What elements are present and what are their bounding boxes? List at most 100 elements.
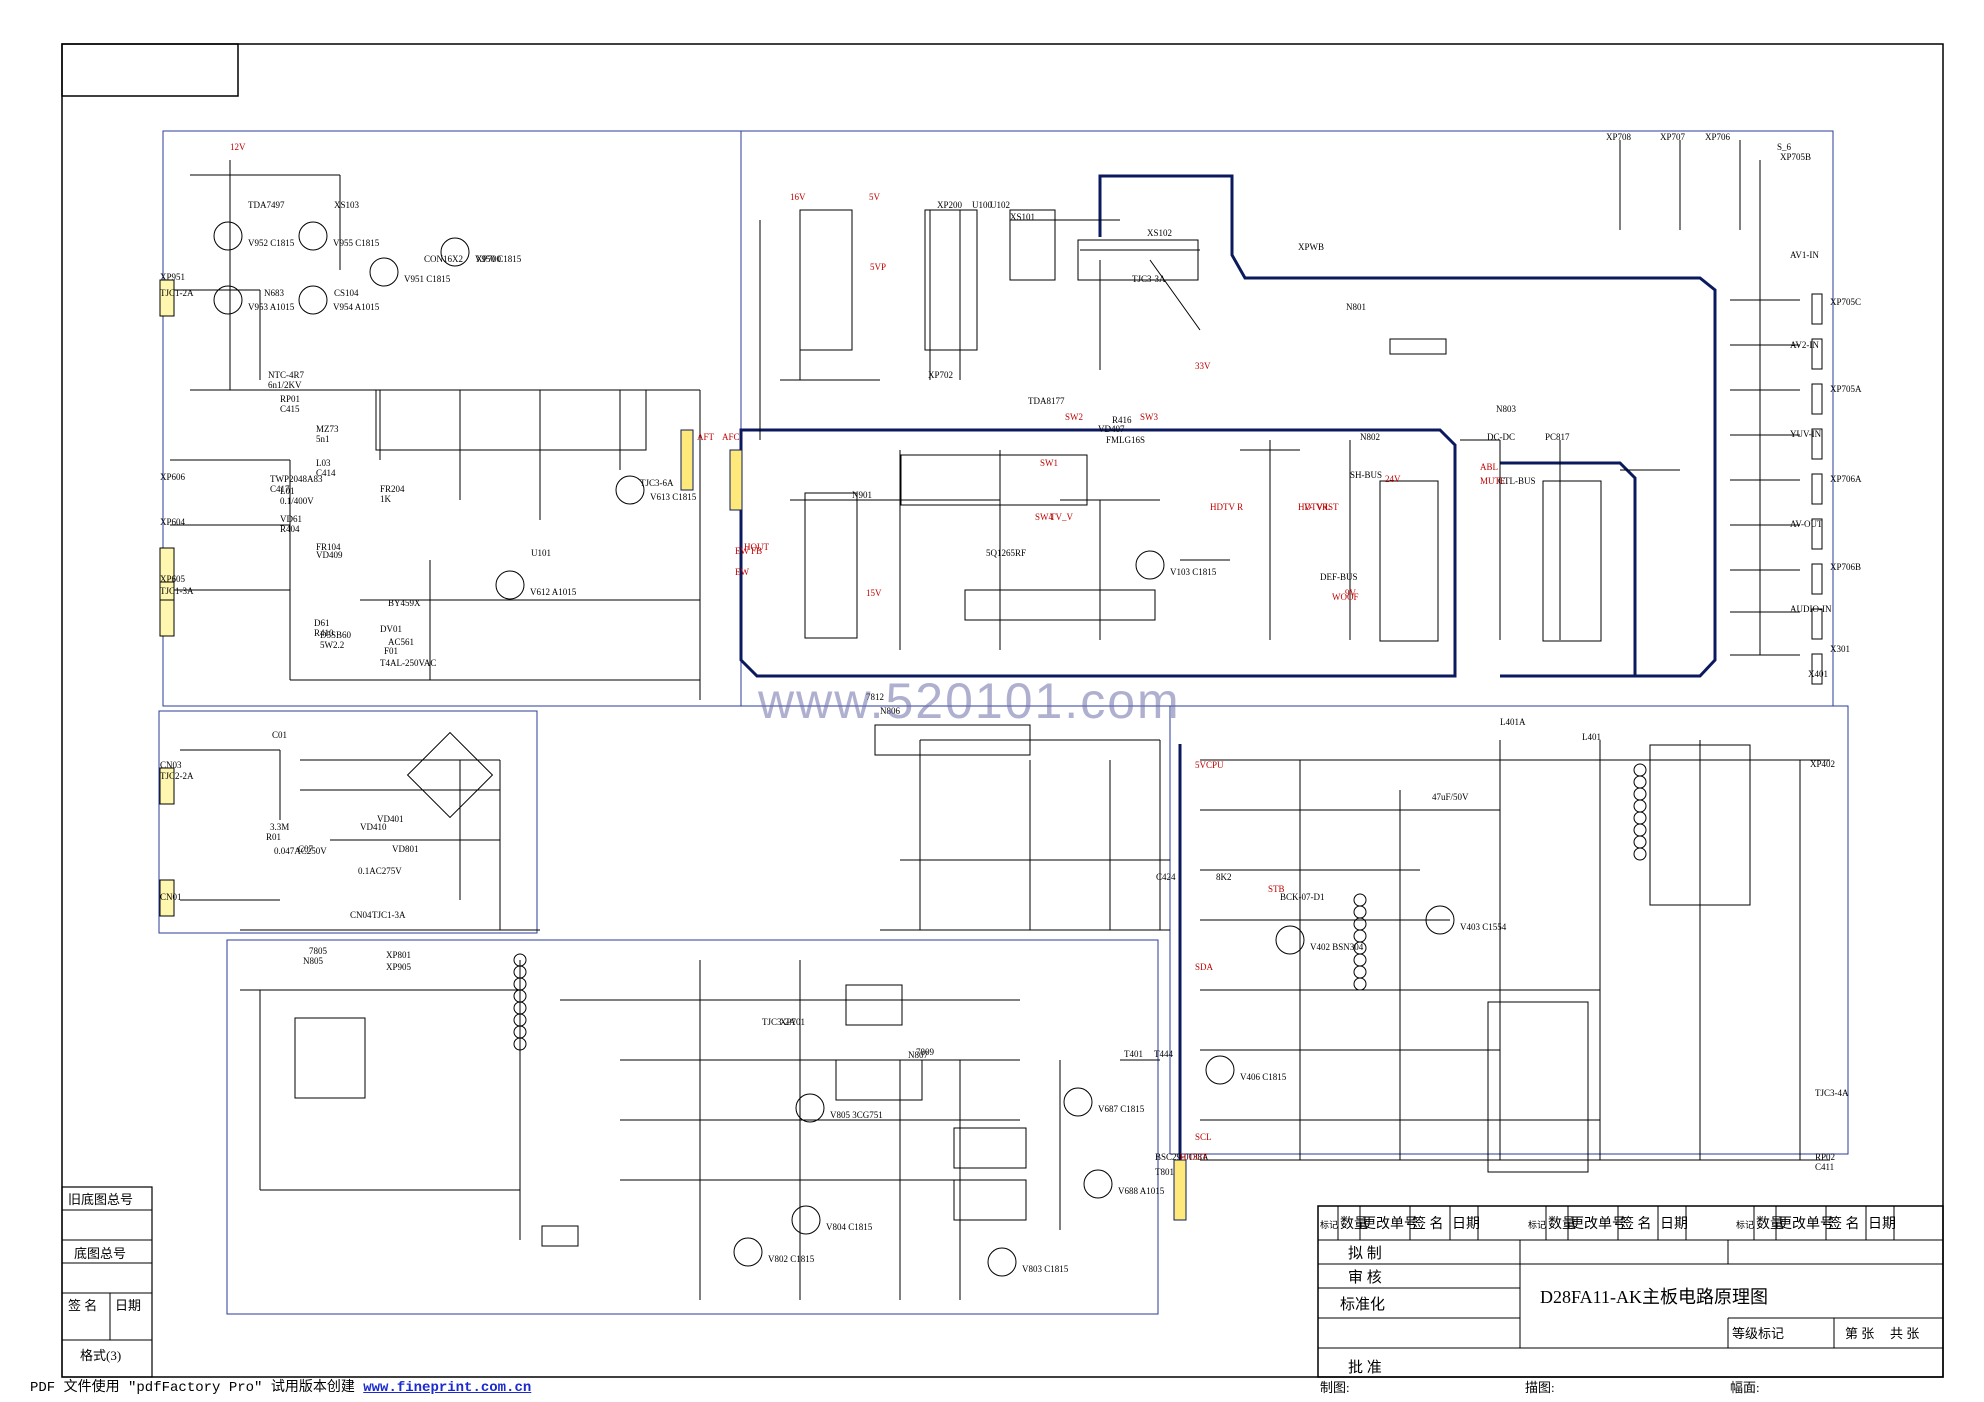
ics-label: N805: [303, 956, 323, 966]
net-label: EW: [735, 567, 749, 577]
transistor-label: V952 C1815: [248, 238, 295, 248]
transistor-symbol: [213, 221, 243, 251]
misc-label: L401: [1582, 732, 1601, 742]
misc-label: C414: [316, 468, 336, 478]
ics-label: N802: [1360, 432, 1380, 442]
connectors-label: AUDIO-IN: [1790, 604, 1832, 614]
pdf-footer: PDF 文件使用 "pdfFactory Pro" 试用版本创建 www.fin…: [30, 1376, 531, 1396]
block-audio: [162, 130, 742, 707]
transistor-label: V403 C1554: [1460, 922, 1507, 932]
block-smps: [226, 939, 1159, 1315]
connectors-label: X401: [1808, 669, 1828, 679]
ic-body: [953, 1179, 1027, 1221]
block-power: [158, 710, 538, 934]
connector-body: [159, 599, 175, 637]
connectors-label: XP706: [1705, 132, 1731, 142]
ics-label: 7805: [309, 946, 328, 956]
connector-body: [1811, 473, 1823, 505]
ics-label: PC817: [1545, 432, 1570, 442]
connectors-label: TJC3-4A: [1815, 1088, 1849, 1098]
misc-label: 47uF/50V: [1432, 792, 1469, 802]
transistor-symbol: [795, 1093, 825, 1123]
ic-body: [1487, 1001, 1589, 1173]
rev-header-0: 标记: [1320, 1219, 1338, 1230]
ics-label: N901: [852, 490, 872, 500]
net-label: SDA: [1195, 962, 1214, 972]
connectors-label: XP708: [1606, 132, 1632, 142]
bus-centre: [739, 428, 1457, 678]
connectors-label: AV1-IN: [1790, 250, 1819, 260]
transistor-symbol: [1063, 1087, 1093, 1117]
watermark: www.520101.com: [758, 673, 1181, 729]
transistor-symbol: [298, 285, 328, 315]
ics-label: N807: [908, 1050, 928, 1060]
transformer-coil: [513, 1037, 527, 1051]
net-label: ABL: [1480, 462, 1498, 472]
net-label: SW2: [1065, 412, 1083, 422]
misc-label: VD407: [1098, 424, 1125, 434]
ics-label: DC-DC: [1487, 432, 1515, 442]
misc-label: VD401: [377, 814, 404, 824]
misc-label: D61: [314, 618, 330, 628]
transistor-symbol: [298, 221, 328, 251]
ic-body: [845, 984, 903, 1026]
transistor-label: V402 BSN304: [1310, 942, 1364, 952]
net-label: EW FB: [735, 546, 762, 556]
left-title-block: 旧底图总号 底图总号 签 名 日期 格式(3): [61, 1186, 153, 1378]
connector-body: [1811, 338, 1823, 370]
misc-label: 3.3M: [270, 822, 289, 832]
ic-body: [1542, 480, 1602, 642]
net-label: SW1: [1040, 458, 1058, 468]
ics-label: BSC29-0138A: [1155, 1152, 1209, 1162]
tb-sheet: 第 张: [1845, 1326, 1874, 1341]
bridge-rectifier: [406, 731, 494, 819]
net-label: 5VCPU: [1195, 760, 1224, 770]
ics-label: BCK-07-D1: [1280, 892, 1325, 902]
connectors-label: XP606: [160, 472, 186, 482]
misc-label: BY459X: [388, 598, 421, 608]
transistor-label: V688 A1015: [1118, 1186, 1165, 1196]
connectors-label: XP951: [160, 272, 185, 282]
misc-label: L401A: [1500, 717, 1526, 727]
misc-label: FMLG16S: [1106, 435, 1145, 445]
transistor-symbol: [1135, 550, 1165, 580]
transistor-label: V951 C1815: [404, 274, 451, 284]
ic-body: [799, 209, 853, 351]
net-label: HDTV R: [1210, 502, 1243, 512]
ic-body: [1009, 209, 1056, 281]
misc-label: 6n1/2KV: [268, 380, 302, 390]
misc-label: RP02: [1815, 1152, 1835, 1162]
tb-grade: 等级标记: [1732, 1326, 1784, 1341]
net-label: AFT: [697, 432, 715, 442]
tb-review: 审 核: [1348, 1269, 1382, 1286]
connector-body: [1811, 653, 1823, 685]
net-label: HOUT: [744, 542, 769, 552]
connectors-label: TJC2-2A: [160, 771, 194, 781]
ic-body: [1389, 338, 1447, 355]
bus-label-sh: [729, 449, 743, 511]
misc-label: FR104: [316, 542, 341, 552]
ics-label: CON16X2: [424, 254, 463, 264]
connectors-label: XP905: [386, 962, 412, 972]
net-label: 33V: [1195, 361, 1211, 371]
ics-label: XS103: [334, 200, 360, 210]
rev-header-2: 更改单号: [1778, 1216, 1834, 1232]
transistor-label: V804 C1815: [826, 1222, 873, 1232]
ics-label: 7809: [916, 1047, 935, 1057]
misc-label: VD409: [316, 550, 343, 560]
transistor-symbol: [213, 285, 243, 315]
footer-link[interactable]: www.fineprint.com.cn: [363, 1380, 532, 1396]
connectors-label: XP605: [160, 574, 186, 584]
ics-label: XP702: [928, 370, 953, 380]
transistor-label: V406 C1815: [1240, 1072, 1287, 1082]
connector-body: [159, 879, 175, 917]
connector-body: [1811, 518, 1823, 550]
connectors-label: XP706A: [1830, 474, 1862, 484]
misc-label: 0.1/400V: [280, 496, 314, 506]
rev-header-4: 日期: [1868, 1216, 1896, 1232]
drawing-title: D28FA11-AK主板电路原理图: [1540, 1287, 1768, 1307]
connectors-label: XP705A: [1830, 384, 1862, 394]
transistor-symbol: [495, 570, 525, 600]
tb-total: 共 张: [1890, 1326, 1919, 1341]
